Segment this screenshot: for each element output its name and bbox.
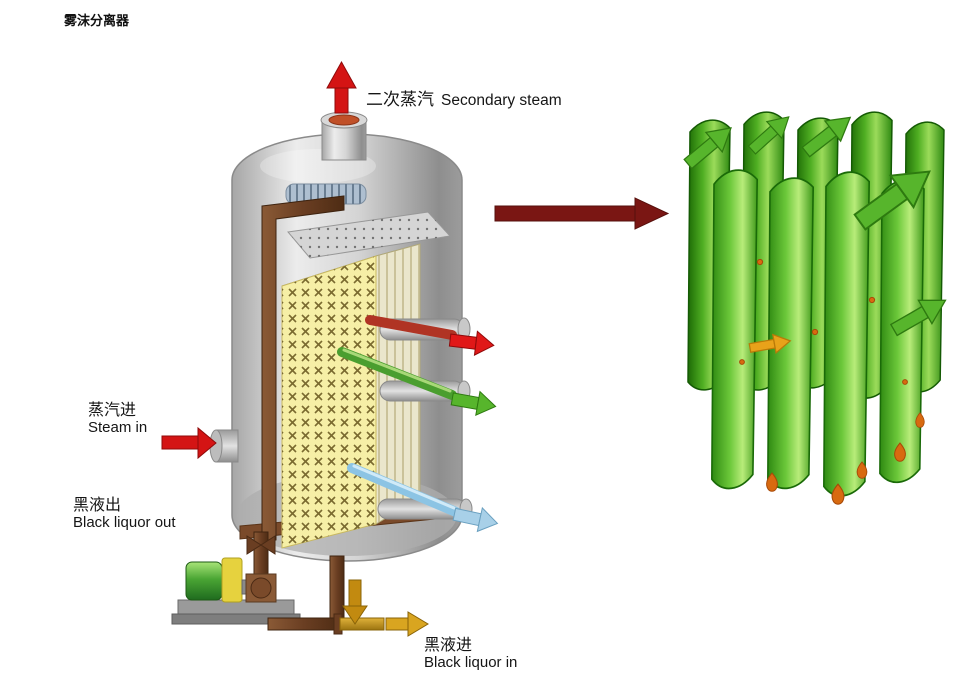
demister-coil-texture xyxy=(286,184,366,204)
liquor-drop-pipe xyxy=(253,531,269,581)
black-liquor-in-arrow-icon xyxy=(385,611,429,637)
label-black-liquor-in: 黑液进 Black liquor in xyxy=(424,637,517,672)
secondary-steam-arrow-icon xyxy=(326,60,357,114)
label-black-liquor-in-cn: 黑液进 xyxy=(424,637,473,654)
detail-callout-arrow-icon xyxy=(494,197,670,230)
green-outlet-pipe-highlight xyxy=(342,348,452,393)
valve-body-left xyxy=(246,535,262,555)
bottom-pipe-gold xyxy=(339,617,385,631)
liquor-droplets xyxy=(739,258,925,505)
valve-body-right xyxy=(260,535,276,555)
liquor-down-arrow-icon xyxy=(342,579,368,625)
label-black-liquor-out-en: Black liquor out xyxy=(73,513,176,531)
red-outlet-pipe xyxy=(365,315,457,340)
label-secondary-steam: 二次蒸汽 Secondary steam xyxy=(366,90,562,110)
label-black-liquor-in-en: Black liquor in xyxy=(424,653,518,671)
red-outlet-arrow-icon xyxy=(448,330,495,356)
green-outlet-pipe xyxy=(337,347,457,400)
pump-and-piping xyxy=(171,531,385,635)
label-secondary-steam-cn: 二次蒸汽 xyxy=(366,90,434,109)
pump-volute xyxy=(250,577,272,599)
blue-outlet-pipe xyxy=(347,463,461,517)
pump-motor-band xyxy=(221,557,243,603)
upper-tray-perforations xyxy=(288,212,450,258)
label-secondary-steam-en: Secondary steam xyxy=(441,92,562,109)
label-black-liquor-out-cn: 黑液出 xyxy=(73,497,122,514)
blue-outlet-pipe-highlight xyxy=(352,464,456,510)
label-black-liquor-out: 黑液出 Black liquor out xyxy=(73,497,176,532)
label-steam-in: 蒸汽进 Steam in xyxy=(88,402,147,437)
green-outlet-arrow-icon xyxy=(450,390,497,417)
steam-in-arrow-icon xyxy=(161,426,217,460)
blue-outlet-arrow-icon xyxy=(452,506,499,533)
separator-vessel xyxy=(209,111,473,562)
bottom-pipe-brown xyxy=(267,617,341,631)
page-title: 雾沫分离器 xyxy=(64,13,130,28)
label-steam-in-cn: 蒸汽进 xyxy=(88,402,137,419)
element-front-hatch xyxy=(282,256,376,548)
demister-plates-detail xyxy=(679,106,953,505)
pump-motor xyxy=(185,561,223,601)
vapor-neck-bore xyxy=(328,114,360,126)
label-steam-in-en: Steam in xyxy=(88,418,148,436)
